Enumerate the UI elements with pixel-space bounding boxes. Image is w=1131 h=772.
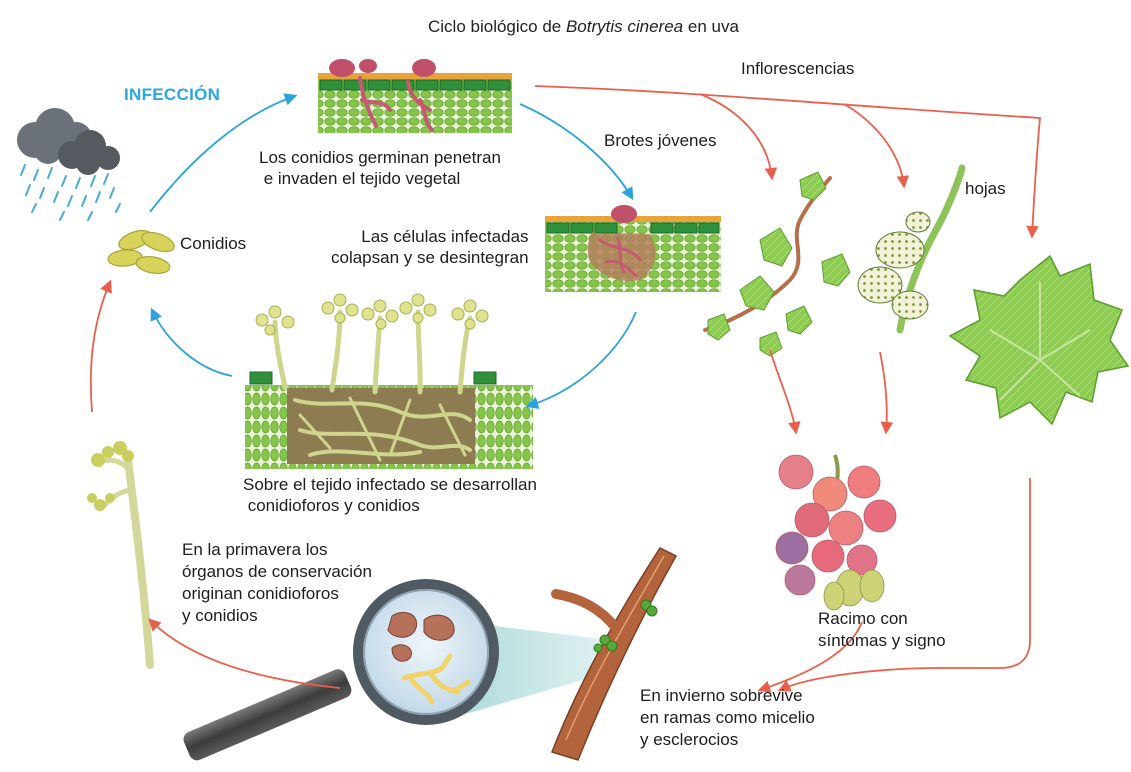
inflorescences-label: Inflorescencias <box>741 59 855 78</box>
young-shoots-icon <box>703 171 851 357</box>
winter-label: En invierno sobrevive en ramas como mice… <box>640 686 815 749</box>
tissue-collapse-illustration <box>545 205 721 292</box>
rain-cloud-icon <box>17 108 121 221</box>
tissue-penetration-illustration <box>318 59 512 133</box>
germination-label: Los conidios germinan penetran e invaden… <box>259 148 501 188</box>
cluster-label: Racimo con síntomas y signo <box>818 609 946 650</box>
title-prefix: Ciclo biológico de <box>428 17 566 36</box>
conidia-spores-icon <box>107 229 175 275</box>
tissue-sporulation-illustration <box>245 293 533 469</box>
diagram-title: Ciclo biológico de Botrytis cinerea en u… <box>428 16 739 37</box>
title-suffix: en uva <box>683 17 739 36</box>
blue-infection-arrows <box>149 93 637 410</box>
magnifier-branch-illustration <box>183 547 678 761</box>
infection-label: INFECCIÓN <box>124 85 221 104</box>
sporulation-label: Sobre el tejido infectado se desarrollan… <box>243 475 537 515</box>
grape-cluster-icon <box>775 454 897 611</box>
leaves-label: hojas <box>965 179 1006 198</box>
spring-label: En la primavera los órganos de conservac… <box>182 540 372 625</box>
inflorescence-icon <box>857 164 966 334</box>
title-species: Botrytis cinerea <box>565 17 684 36</box>
spring-conidiophore-icon <box>87 441 154 669</box>
young-shoots-label: Brotes jóvenes <box>604 131 717 150</box>
grape-leaf-icon <box>948 254 1130 426</box>
red-host-arrows <box>89 85 1041 693</box>
conidia-label: Conidios <box>180 234 247 253</box>
cell-collapse-label: Las células infectadas colapsan y se des… <box>331 227 529 267</box>
